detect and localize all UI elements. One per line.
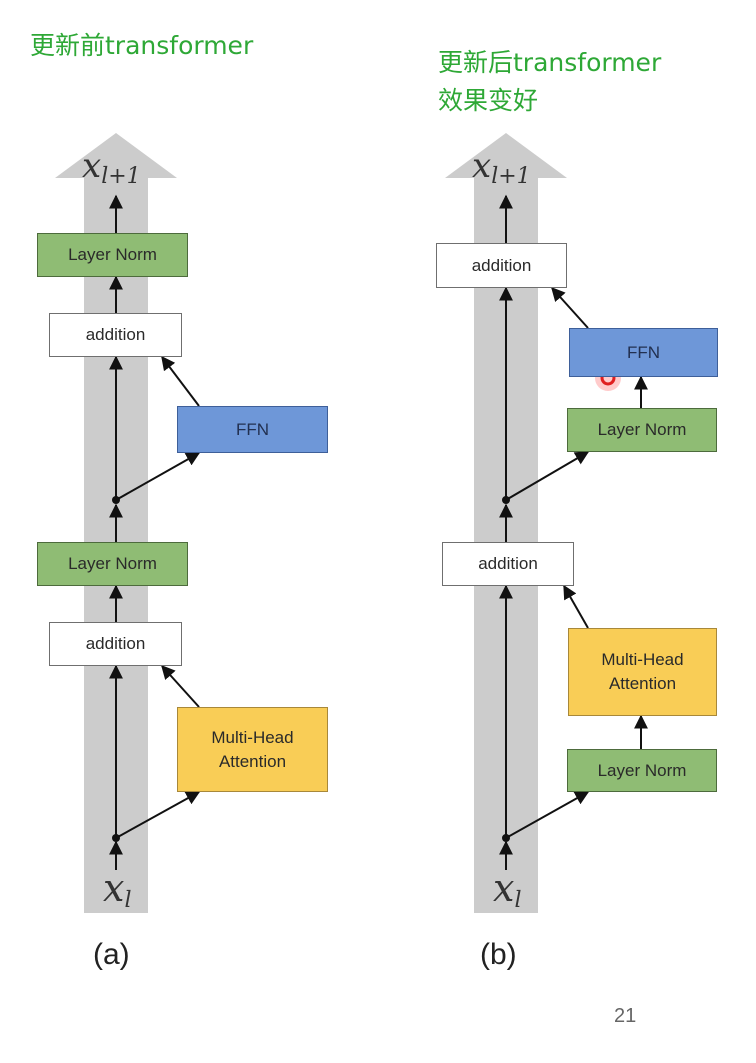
diagram-a-input-var: xl <box>103 866 132 913</box>
diagram-a-multi-head-attention: Multi-Head Attention <box>177 707 328 792</box>
diagram-b-input-var: xl <box>493 866 522 913</box>
caption-improvement-note: 效果变好 <box>438 86 539 115</box>
diagram-b-branch-node-middle <box>502 496 510 504</box>
diagram-b-addition-bottom: addition <box>442 542 574 586</box>
diagram-b-label: (b) <box>480 938 517 971</box>
diagram-b-multi-head-attention: Multi-Head Attention <box>568 628 717 716</box>
diagram-b-arrows <box>499 194 648 870</box>
diagram-a-addition-bottom: addition <box>49 622 182 666</box>
diagram-b-output-var: xl+1 <box>472 146 531 189</box>
diagram-b-ffn: FFN <box>569 328 718 377</box>
diagram-a-ffn: FFN <box>177 406 328 453</box>
diagram-a-branch-node-middle <box>112 496 120 504</box>
page-number: 21 <box>614 1005 637 1027</box>
diagram-a-layer-norm-bottom: Layer Norm <box>37 542 188 586</box>
diagram-b-layer-norm-attention: Layer Norm <box>567 749 717 792</box>
diagram-a-output-var: xl+1 <box>82 146 141 189</box>
caption-before-update: 更新前transformer <box>30 31 254 60</box>
diagram-a-label: (a) <box>93 938 130 971</box>
diagram-a-layer-norm-top: Layer Norm <box>37 233 188 277</box>
diagram-b-branch-node-bottom <box>502 834 510 842</box>
diagram-a-addition-top: addition <box>49 313 182 357</box>
diagram-b-layer-norm-ffn: Layer Norm <box>567 408 717 452</box>
caption-after-update: 更新后transformer <box>438 48 662 77</box>
diagram-a-arrows <box>109 194 201 870</box>
diagram-a-branch-node-bottom <box>112 834 120 842</box>
diagram-b-addition-top: addition <box>436 243 567 288</box>
